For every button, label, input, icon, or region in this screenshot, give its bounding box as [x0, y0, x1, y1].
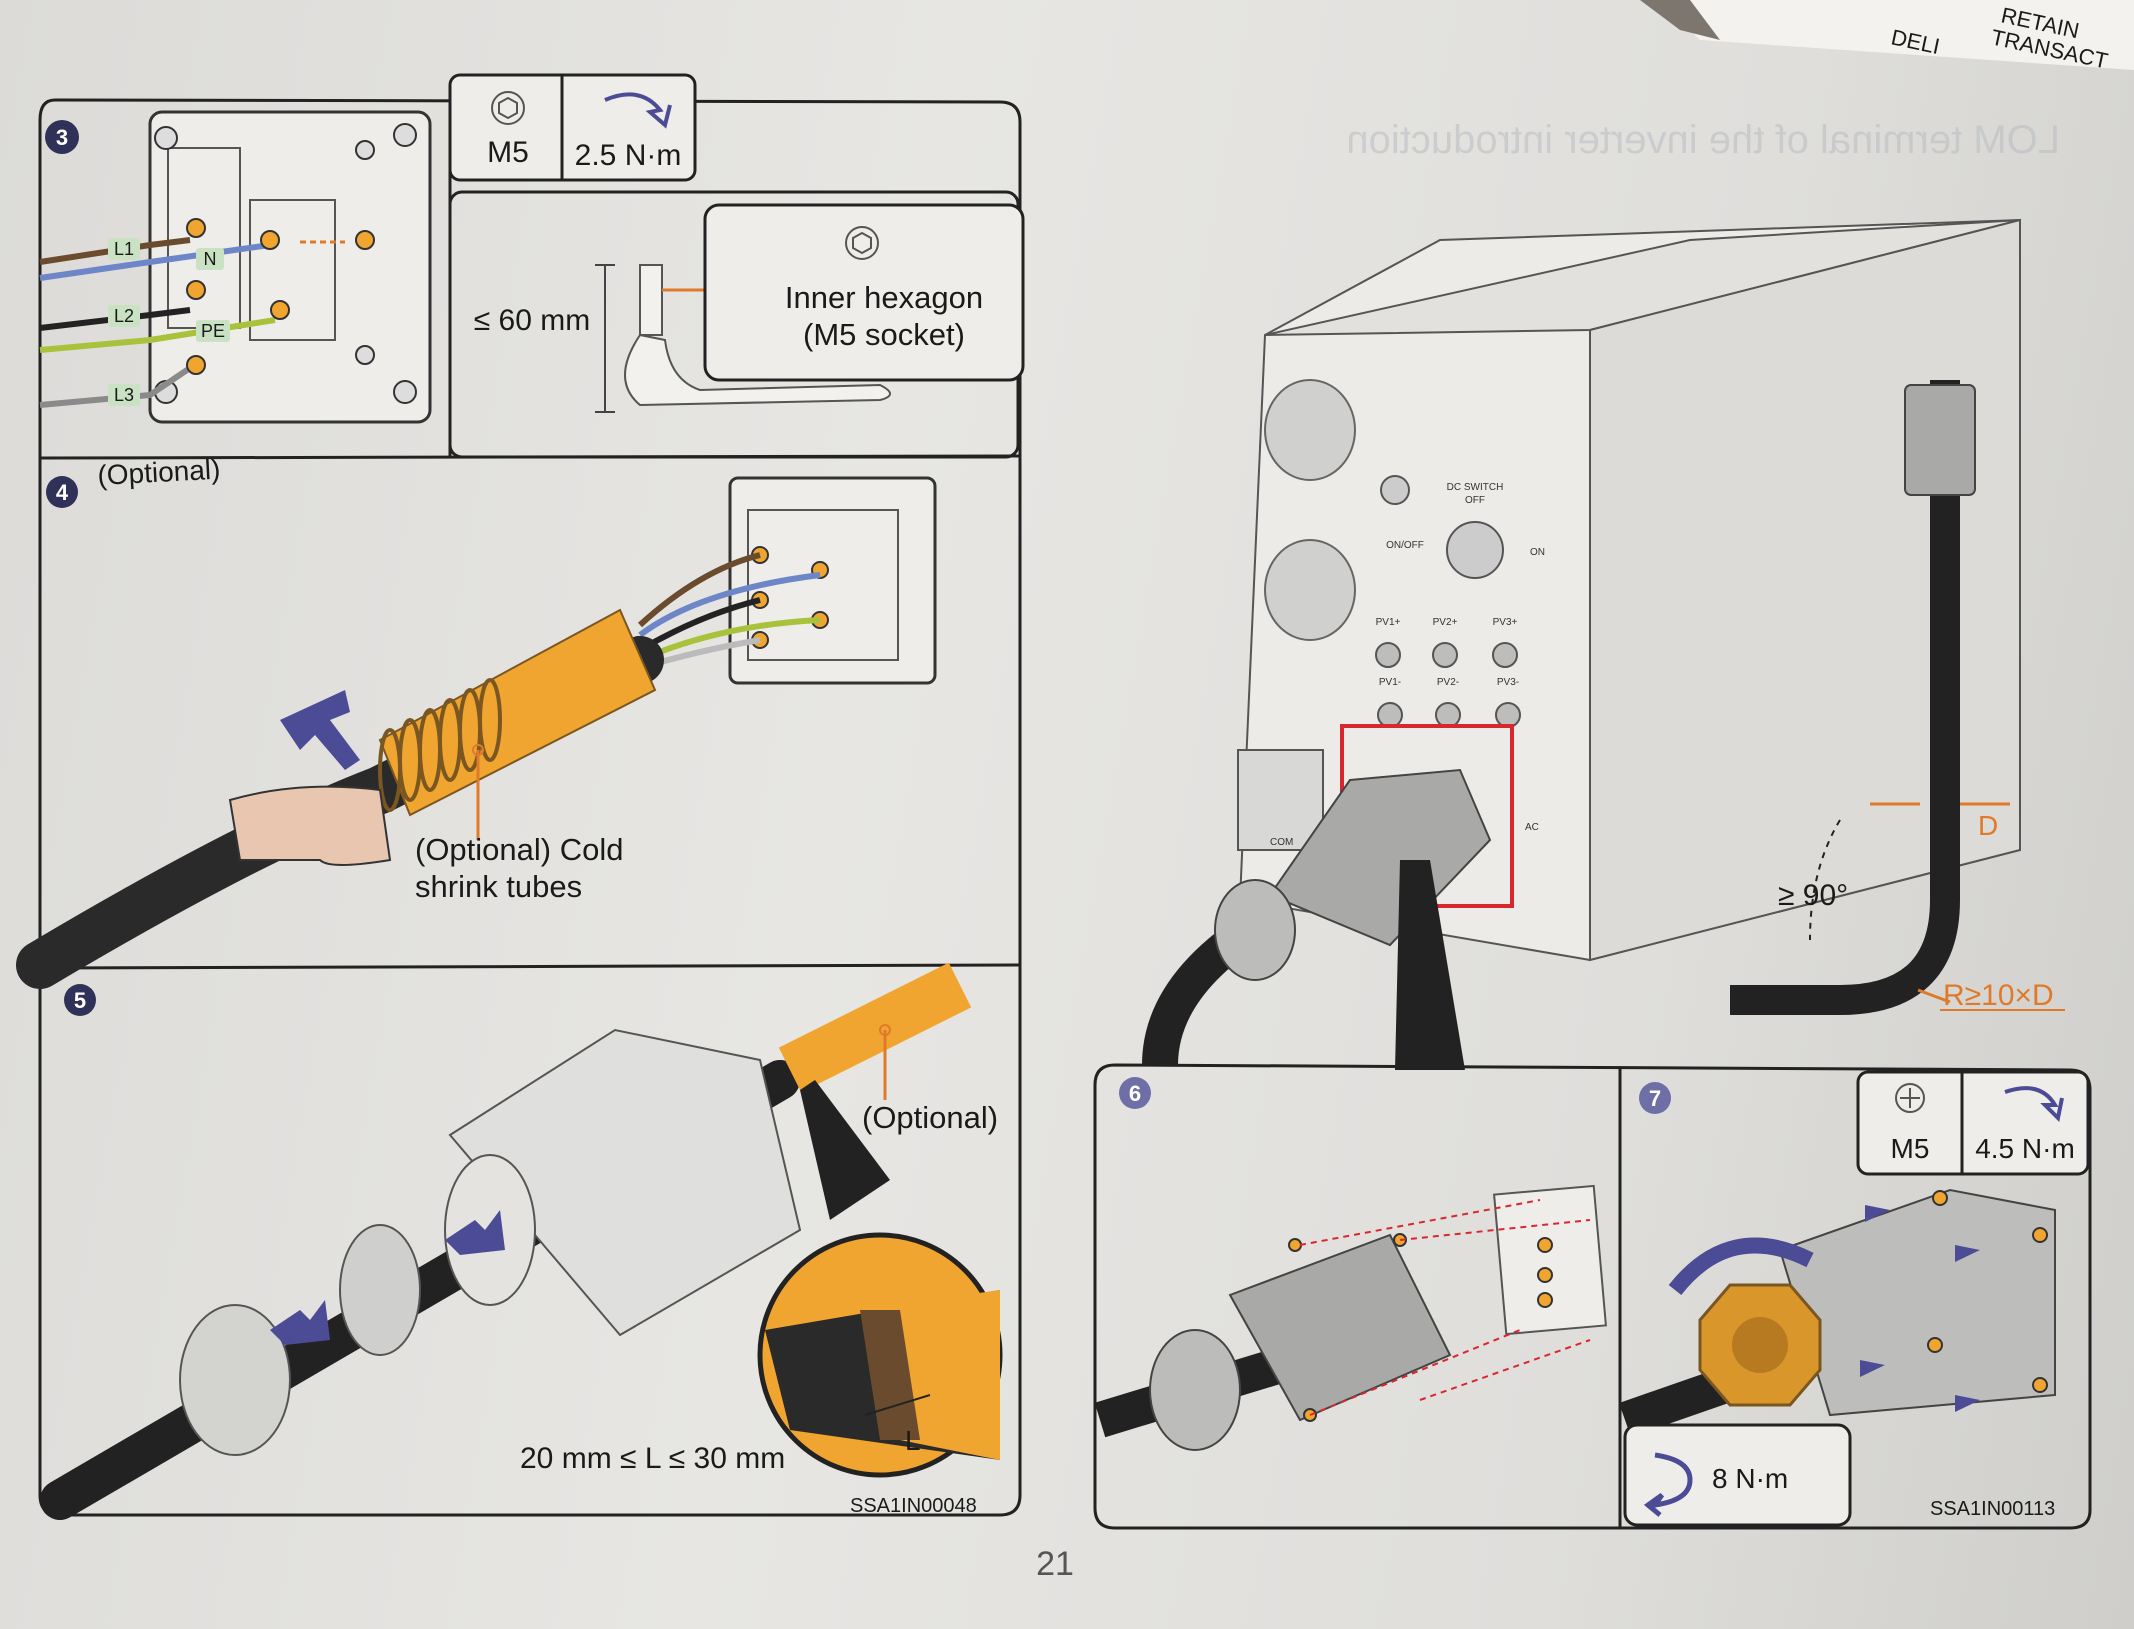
nut-torque-icon [1643, 1452, 1693, 1517]
pull-direction-arrow [280, 690, 360, 770]
inv-label-on: ON [1530, 547, 1545, 558]
rotate-arrow [1668, 1237, 1814, 1296]
com-port [1237, 749, 1324, 851]
length-rule: 20 mm ≤ L ≤ 30 mm [520, 1442, 785, 1475]
step-6-number: 6 [1129, 1081, 1141, 1106]
step-4-terminal-box [728, 476, 937, 685]
inv-label-pv1m: PV1- [1379, 677, 1401, 688]
torque-arrow-icon-7 [2004, 1086, 2064, 1123]
torque-arrow-icon [604, 92, 672, 129]
step-5-number: 5 [74, 988, 86, 1013]
step-3-terminal-box [148, 110, 432, 424]
tool-subtitle: (M5 socket) [803, 317, 965, 352]
nut-torque-label: 8 N·m [1712, 1463, 1788, 1494]
right-figure-code: SSA1IN00113 [1930, 1498, 2055, 1520]
screw-head-icon [1895, 1083, 1925, 1113]
inv-label-dcswitch: DC SWITCH [1447, 482, 1504, 493]
step-5-tube [778, 962, 972, 1093]
socket-icon [491, 91, 525, 125]
seal-ring [339, 1224, 421, 1356]
tool-callout-box [703, 203, 1025, 382]
hex-socket-icon [845, 226, 879, 260]
page-number: 21 [1036, 1545, 1074, 1583]
assemble-arrow-2 [445, 1210, 505, 1255]
fan-2 [1264, 539, 1356, 641]
lock-nut [179, 1304, 291, 1456]
inv-label-off: OFF [1465, 495, 1485, 506]
step-3-torque-label: 2.5 N·m [575, 139, 682, 172]
inv-label-pv1p: PV1+ [1376, 617, 1401, 628]
cold-shrink-tube [378, 608, 657, 817]
inv-label-ac: AC [1525, 822, 1539, 833]
step-3-spec-box [448, 73, 697, 182]
wire-tag-pe: PE [201, 321, 225, 341]
cold-shrink-callout-2: shrink tubes [415, 869, 582, 904]
step-3-number: 3 [56, 125, 68, 150]
cable-gland [1904, 384, 1976, 496]
l-dimension-label: L [905, 1425, 921, 1456]
wire-tag-l3: L3 [114, 385, 134, 405]
step-4-optional: (Optional) [97, 454, 221, 491]
wire-tag-l1: L1 [114, 239, 134, 259]
step-7-torque-label: 4.5 N·m [1975, 1133, 2075, 1164]
inv-label-pv3p: PV3+ [1493, 617, 1518, 628]
step-6-connector [1228, 1233, 1452, 1422]
wire-tag-n: N [204, 249, 217, 269]
step-3-badge [45, 120, 79, 154]
tool-title: Inner hexagon [785, 280, 983, 315]
hand-drawing [228, 785, 392, 866]
step-7-number: 7 [1649, 1086, 1661, 1111]
inv-label-pv3m: PV3- [1497, 677, 1519, 688]
cold-shrink-callout-1: (Optional) Cold [415, 832, 623, 867]
inv-label-pv2p: PV2+ [1433, 617, 1458, 628]
diameter-label: D [1978, 810, 1998, 841]
fan-1 [1264, 379, 1356, 481]
left-figure-code: SSA1IN00048 [850, 1495, 977, 1517]
inv-label-onoff: ON/OFF [1386, 540, 1424, 551]
bend-radius-label: R≥10×D [1943, 979, 2054, 1012]
nut-torque-box [1623, 1423, 1852, 1527]
step-7-badge [1639, 1082, 1671, 1114]
tool-length-label: ≤ 60 mm [474, 304, 590, 337]
step-5-badge [64, 984, 96, 1016]
left-panel-frame [38, 98, 1022, 1517]
ratchet-drawing [624, 333, 891, 407]
step-4-number: 4 [56, 480, 69, 505]
bend-cable [1730, 380, 1960, 1015]
inv-label-com: COM [1270, 837, 1293, 848]
step-5-optional: (Optional) [862, 1100, 998, 1135]
step-7-bolt-label: M5 [1891, 1133, 1930, 1164]
step-6-terminal-block [1493, 1184, 1607, 1336]
step-4-badge [46, 476, 78, 508]
bend-angle-label: ≥ 90° [1778, 879, 1848, 912]
socket-drawing [639, 264, 663, 336]
step-6-badge [1119, 1077, 1151, 1109]
step-5-housing [448, 1028, 802, 1337]
dc-switch [1446, 521, 1504, 579]
inv-label-pv2m: PV2- [1437, 677, 1459, 688]
ac-connector [1268, 768, 1492, 947]
on-off-switch [1380, 475, 1410, 505]
step-3-bolt-label: M5 [487, 136, 529, 169]
wire-tag-l2: L2 [114, 306, 134, 326]
step-7-connector [1778, 1188, 2056, 1417]
assemble-arrow-1 [270, 1300, 330, 1345]
